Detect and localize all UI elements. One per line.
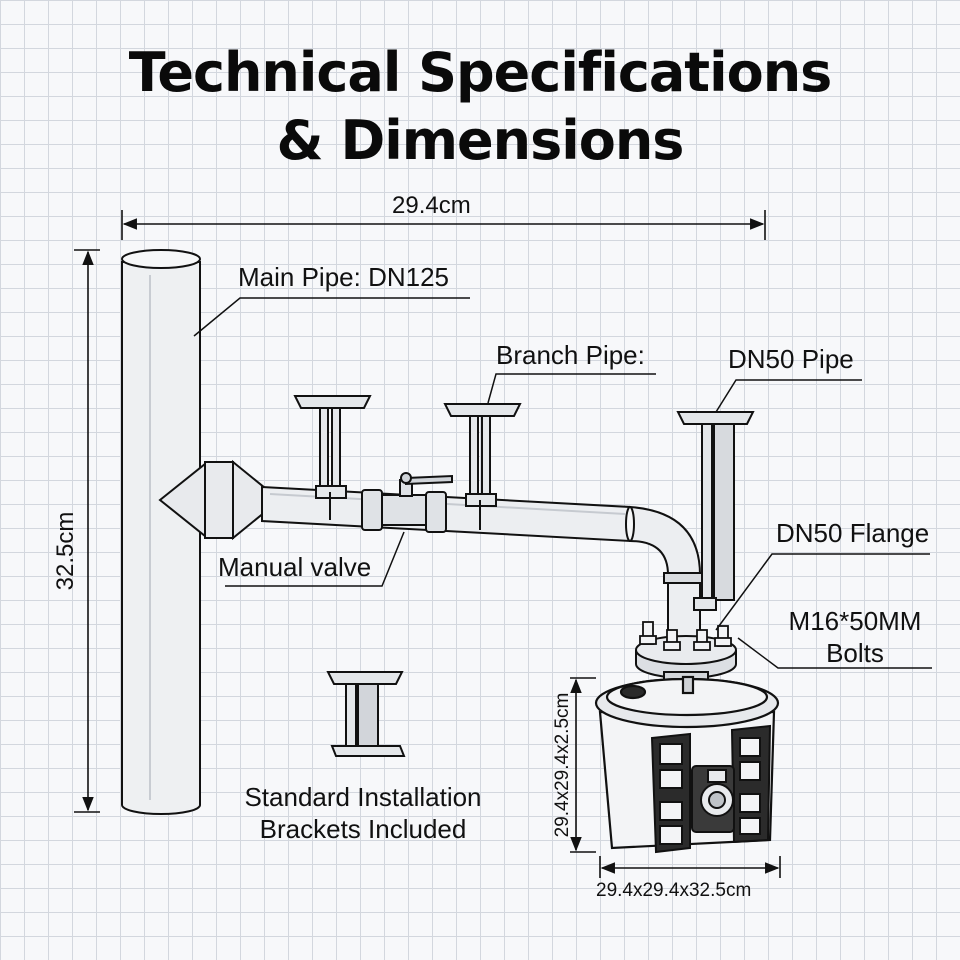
bolts-label-line-2: Bolts xyxy=(826,638,884,668)
loose-installation-bracket xyxy=(326,671,406,757)
brackets-label-line-1: Standard Installation xyxy=(244,782,482,812)
bolts-label-line-1: M16*50MM xyxy=(788,606,922,636)
branch-pipe-label: Branch Pipe: xyxy=(496,340,645,370)
unit-height-dimension-line xyxy=(570,677,596,853)
overall-width-dimension-line xyxy=(121,210,766,240)
page-title-line-2: & Dimensions xyxy=(276,109,685,172)
pipe-elbow xyxy=(625,505,702,576)
brackets-label-line-2: Brackets Included xyxy=(259,814,467,844)
overall-height-dimension-line xyxy=(74,249,100,813)
manual-valve xyxy=(361,472,453,533)
pipe-reducer xyxy=(158,459,266,541)
leader-lines xyxy=(193,297,932,669)
control-panel xyxy=(650,724,772,854)
main-pipe-dn125 xyxy=(121,249,201,815)
dn50-flange-label: DN50 Flange xyxy=(776,518,930,548)
support-bracket-1 xyxy=(293,395,372,520)
unit-width-label: 29.4x29.4x32.5cm xyxy=(596,880,752,901)
manual-valve-label: Manual valve xyxy=(218,552,372,582)
main-pipe-label: Main Pipe: DN125 xyxy=(238,262,449,292)
unit-height-label: 29.4x29.4x2.5cm xyxy=(552,692,573,838)
outlet-port xyxy=(691,765,735,833)
support-bracket-3 xyxy=(676,411,755,611)
overall-height-label: 32.5cm xyxy=(52,511,79,591)
m16-bolts xyxy=(639,621,732,651)
page-title-line-1: Technical Specifications xyxy=(128,41,833,104)
support-bracket-2 xyxy=(443,403,522,530)
unit-width-dimension-line xyxy=(599,856,781,878)
dn50-pipe-label: DN50 Pipe xyxy=(728,344,854,374)
overall-width-label: 29.4cm xyxy=(392,192,471,219)
